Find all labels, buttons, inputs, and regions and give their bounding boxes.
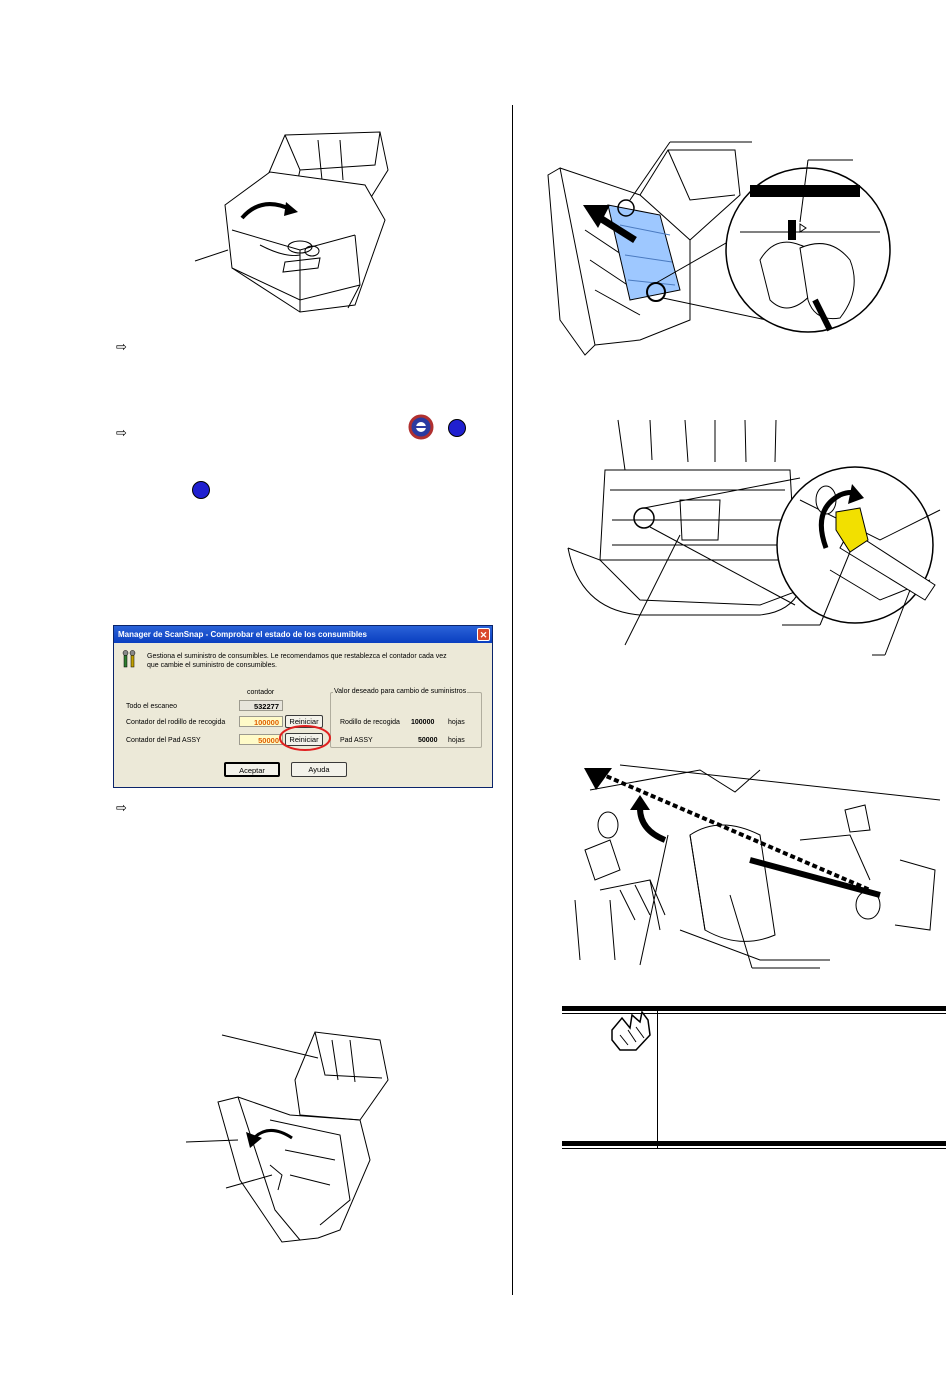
- reset-pad-assy-button[interactable]: Reiniciar: [285, 733, 323, 746]
- accept-button[interactable]: Aceptar: [224, 762, 280, 777]
- group-title: Valor deseado para cambio de suministros: [333, 687, 468, 696]
- caution-border: [562, 1148, 946, 1149]
- arrow-bullet: ⇨: [116, 340, 127, 355]
- column-divider: [512, 105, 513, 1295]
- target-label: Pad ASSY: [340, 737, 373, 744]
- row-label: Contador del rodillo de recogida: [126, 719, 226, 726]
- reset-pick-roller-button[interactable]: Reiniciar: [285, 715, 323, 728]
- dialog-message: que cambie el suministro de consumibles.: [147, 662, 277, 669]
- help-button[interactable]: Ayuda: [291, 762, 347, 777]
- target-label: Rodillo de recogida: [340, 719, 400, 726]
- dialog-message: Gestiona el suministro de consumibles. L…: [147, 653, 447, 660]
- caution-border: [562, 1006, 946, 1011]
- row-label: Contador del Pad ASSY: [126, 737, 201, 744]
- blue-status-dot: [192, 481, 210, 499]
- close-icon[interactable]: ✕: [477, 628, 490, 641]
- total-scan-value: 532277: [239, 700, 283, 711]
- caution-divider: [657, 1006, 658, 1149]
- pick-roller-counter-value: 100000: [239, 716, 283, 727]
- row-label: Todo el escaneo: [126, 703, 177, 710]
- counter-header: contador: [247, 689, 275, 696]
- arrow-bullet: ⇨: [116, 426, 127, 441]
- target-value: 50000: [418, 737, 438, 744]
- target-unit: hojas: [448, 737, 465, 744]
- caution-border: [562, 1013, 946, 1014]
- blue-status-dot: [448, 419, 466, 437]
- dialog-title: Manager de ScanSnap - Comprobar el estad…: [114, 626, 492, 643]
- arrow-bullet: ⇨: [116, 801, 127, 816]
- target-value: 100000: [411, 719, 435, 726]
- caution-border: [562, 1141, 946, 1146]
- target-unit: hojas: [448, 719, 465, 726]
- consumables-dialog: Manager de ScanSnap - Comprobar el estad…: [113, 625, 493, 788]
- pad-assy-counter-value: 50000: [239, 734, 283, 745]
- tools-icon: [122, 650, 136, 668]
